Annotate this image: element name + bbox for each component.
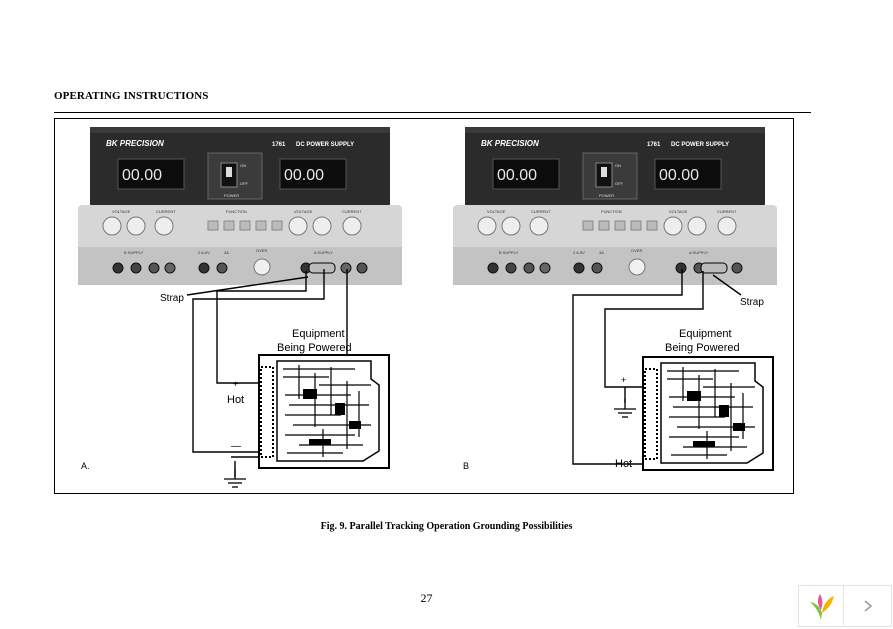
svg-text:00.00: 00.00 [659,167,699,184]
ground-icon-a [223,468,247,488]
svg-text:1761: 1761 [272,142,286,148]
svg-text:B SUPPLY: B SUPPLY [124,250,144,255]
svg-text:POWER: POWER [224,193,239,198]
chevron-right-icon[interactable] [861,598,875,614]
svg-text:ON: ON [615,163,621,168]
figure-svg: BK PRECISION 1761 DC POWER SUPPLY 00.00 … [77,126,778,488]
wiring-a [186,269,348,477]
figure-caption: Fig. 9. Parallel Tracking Operation Grou… [320,521,573,532]
svg-text:00.00: 00.00 [497,167,537,184]
equipment-line2-b: Being Powered [665,342,740,354]
svg-text:OVER: OVER [631,248,642,253]
hot-label-b: Hot [615,458,632,470]
svg-text:2.6-5V: 2.6-5V [198,250,210,255]
diagram-letter-b: B [463,461,469,471]
equipment-line2-a: Being Powered [277,342,352,354]
svg-text:POWER: POWER [599,193,614,198]
svg-text:OVER: OVER [256,248,267,253]
hot-label-a: Hot [227,394,244,406]
nav-widget [798,585,892,627]
svg-text:2.6-5V: 2.6-5V [573,250,585,255]
svg-text:BK PRECISION: BK PRECISION [481,139,539,148]
svg-text:OFF: OFF [615,181,624,186]
equipment-a [258,354,390,469]
svg-text:ON: ON [240,163,246,168]
svg-text:VOLTAGE: VOLTAGE [487,209,506,214]
wiring-b [572,269,742,465]
plus-label-b: + [621,375,626,385]
svg-text:CURRENT: CURRENT [342,209,362,214]
svg-text:FUNCTION: FUNCTION [601,209,622,214]
header-rule [54,112,811,113]
power-supply-b: BK PRECISION 1761 DC POWER SUPPLY 00.00 … [452,126,778,286]
equipment-b [642,356,774,471]
svg-text:A SUPPLY: A SUPPLY [689,250,708,255]
svg-text:BK PRECISION: BK PRECISION [106,139,164,148]
svg-text:CURRENT: CURRENT [156,209,176,214]
page-number: 27 [420,591,433,605]
svg-text:B SUPPLY: B SUPPLY [499,250,519,255]
strap-a [308,262,336,274]
svg-text:00.00: 00.00 [284,167,324,184]
svg-text:VOLTAGE: VOLTAGE [294,209,313,214]
leaf-logo-icon[interactable] [807,592,837,622]
svg-text:VOLTAGE: VOLTAGE [112,209,131,214]
svg-text:CURRENT: CURRENT [717,209,737,214]
svg-text:DC POWER SUPPLY: DC POWER SUPPLY [296,142,354,148]
svg-text:3A: 3A [224,250,229,255]
widget-divider [843,586,844,626]
svg-text:1761: 1761 [647,142,661,148]
equipment-line1-a: Equipment [292,328,345,340]
svg-text:00.00: 00.00 [122,167,162,184]
strap-label-b: Strap [740,297,764,308]
ground-icon-b [613,398,637,418]
svg-text:OFF: OFF [240,181,249,186]
minus-label-a: — [231,441,241,452]
svg-text:DC POWER SUPPLY: DC POWER SUPPLY [671,142,729,148]
svg-text:CURRENT: CURRENT [531,209,551,214]
figure-frame: BK PRECISION 1761 DC POWER SUPPLY 00.00 … [54,118,794,494]
svg-text:FUNCTION: FUNCTION [226,209,247,214]
power-supply-a: BK PRECISION 1761 DC POWER SUPPLY 00.00 … [77,126,403,286]
plus-label-a: + [233,379,238,389]
strap-b [700,262,728,274]
equipment-line1-b: Equipment [679,328,732,340]
strap-label-a: Strap [160,293,184,304]
svg-text:VOLTAGE: VOLTAGE [669,209,688,214]
svg-text:3A: 3A [599,250,604,255]
diagram-letter-a: A. [81,461,90,471]
page-header: OPERATING INSTRUCTIONS [54,90,209,102]
svg-text:A SUPPLY: A SUPPLY [314,250,333,255]
